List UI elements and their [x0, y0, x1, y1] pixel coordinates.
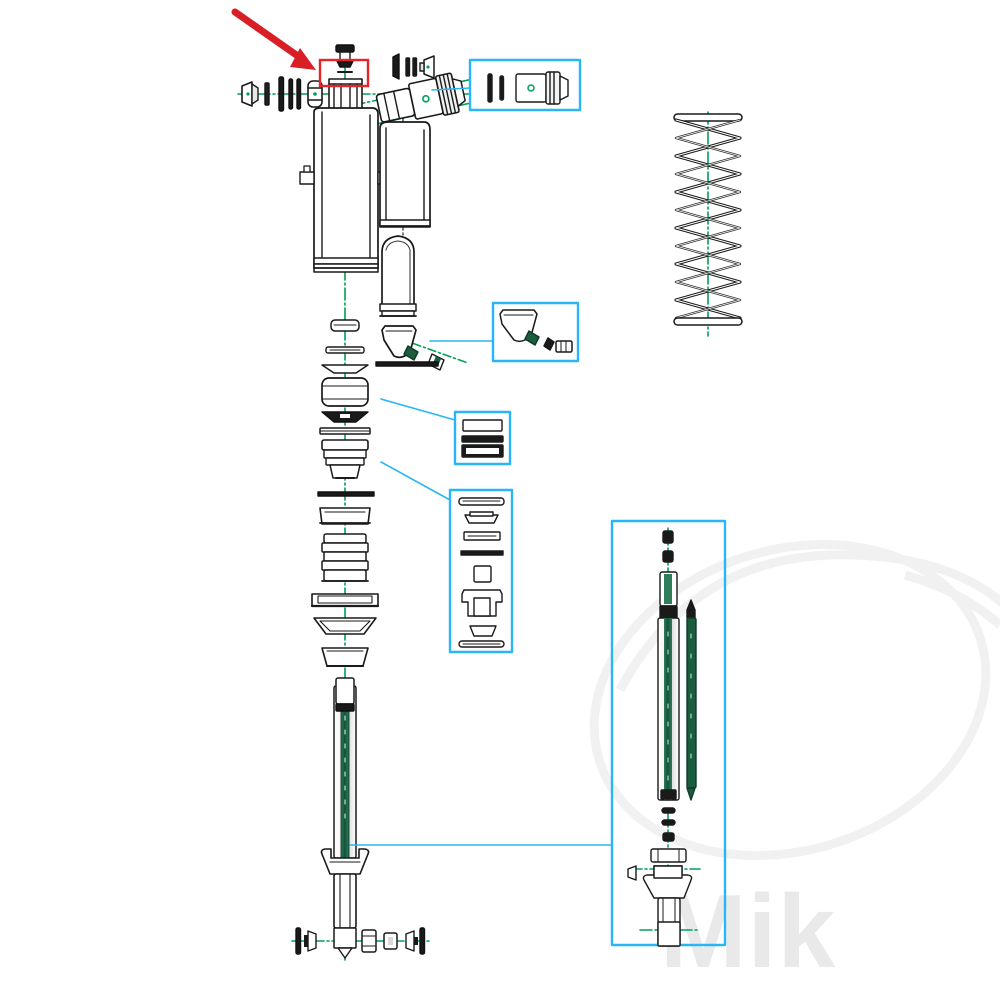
end-cup[interactable]	[321, 647, 369, 667]
coil-spring[interactable]	[673, 113, 743, 326]
shim-plate[interactable]	[317, 491, 375, 497]
circlip[interactable]	[330, 319, 360, 332]
bottom-fastener-row[interactable]	[295, 927, 426, 955]
damper-body[interactable]	[299, 107, 393, 273]
watermark-swoosh	[589, 540, 1000, 860]
spacer-plate[interactable]	[319, 427, 371, 435]
callout-damping-adjuster[interactable]	[431, 58, 582, 112]
cone-seat-upper[interactable]	[321, 364, 369, 374]
flat-washer-plate[interactable]	[375, 361, 439, 367]
callout-piston-stack[interactable]	[380, 461, 514, 654]
upper-mount-eye[interactable]	[328, 78, 363, 113]
piston-assembly[interactable]	[321, 533, 369, 582]
cone-washer-lower[interactable]	[313, 617, 377, 635]
callout-bump-stop[interactable]	[380, 398, 512, 466]
reservoir-adjuster-assembly[interactable]	[375, 71, 467, 128]
upper-eye-hardware[interactable]	[392, 53, 435, 80]
dished-washer[interactable]	[321, 411, 369, 423]
damper-rod-assembly[interactable]	[333, 677, 357, 865]
top-fastener-row[interactable]	[241, 76, 323, 112]
spacer-ring[interactable]	[319, 507, 371, 525]
spring-seat-lower[interactable]	[310, 593, 380, 608]
reservoir-cylinder[interactable]	[379, 121, 431, 228]
bump-rubber[interactable]	[321, 377, 369, 407]
reservoir-end-cap[interactable]	[381, 325, 419, 361]
selected-part-highlight[interactable]	[318, 58, 370, 88]
seal-head[interactable]	[321, 439, 369, 479]
washer-stack[interactable]	[325, 346, 365, 354]
reservoir-bladder[interactable]	[379, 235, 417, 317]
callout-shaft-assembly[interactable]	[349, 519, 727, 947]
red-pointer-arrow	[231, 8, 316, 70]
callout-reservoir-bracket[interactable]	[429, 301, 580, 363]
clevis-fork[interactable]	[320, 848, 370, 959]
